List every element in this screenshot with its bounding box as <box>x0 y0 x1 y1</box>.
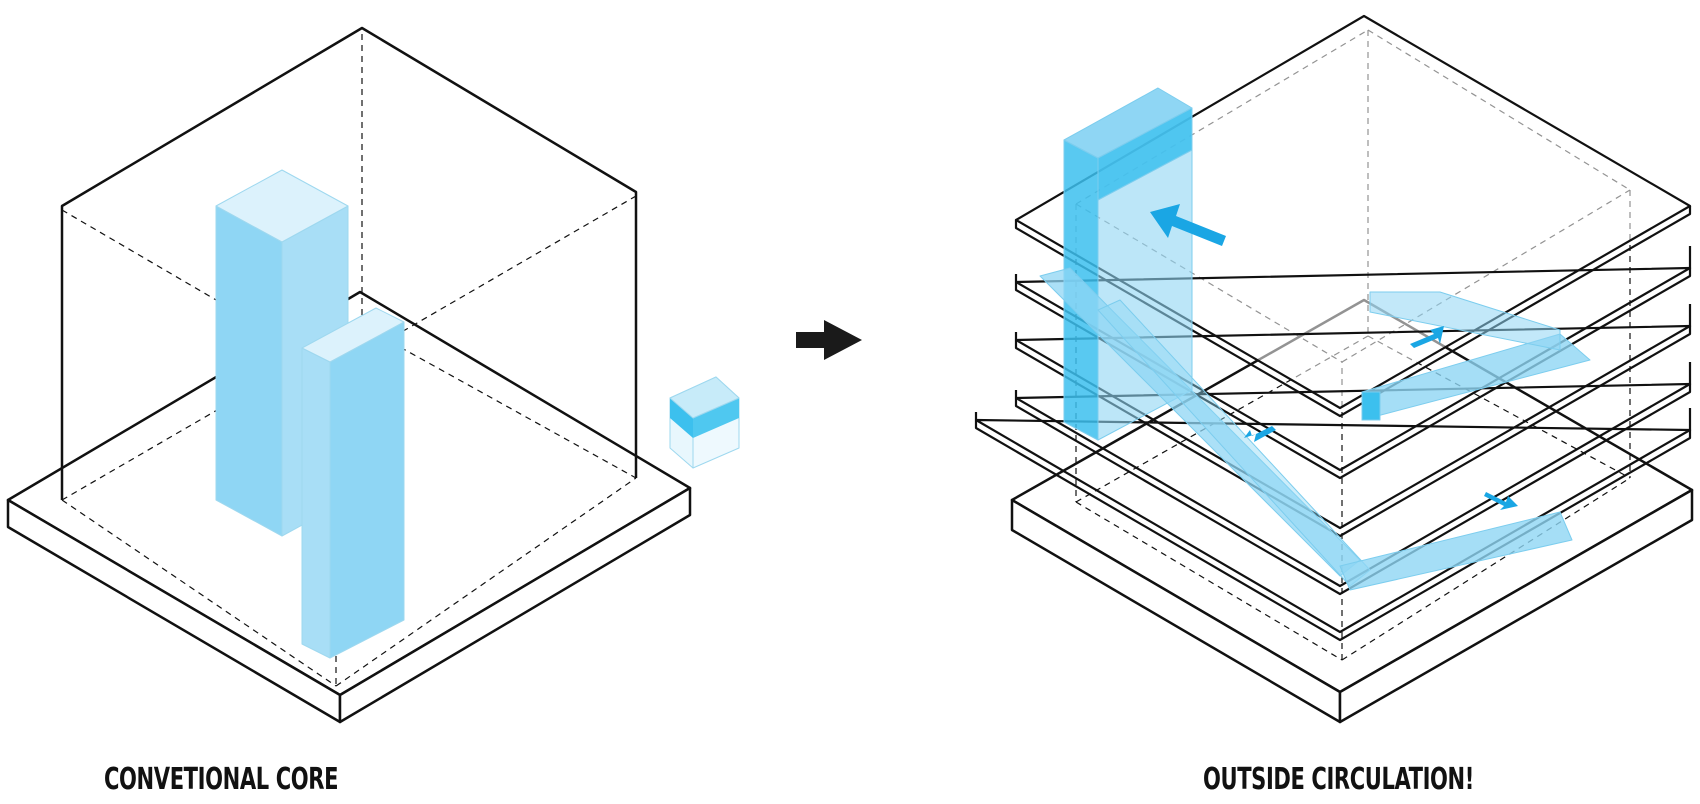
direction-arrows <box>1150 204 1518 510</box>
circulation-ramps <box>1039 267 1591 591</box>
right-base-slab <box>1010 298 1694 724</box>
label-outside-circulation: OUTSIDE CIRCULATION! <box>1203 762 1474 797</box>
arrow-down-left-icon <box>1244 426 1276 442</box>
box-frame <box>60 26 638 500</box>
conventional-core-diagram <box>6 26 740 724</box>
tall-core <box>215 169 349 537</box>
outside-circulation-diagram <box>974 14 1694 724</box>
exterior-core <box>1063 87 1193 441</box>
short-core <box>301 307 405 659</box>
transition-arrow-icon <box>796 320 862 360</box>
arrow-up-left-icon <box>1150 204 1226 246</box>
arrow-up-right-icon <box>1410 326 1444 348</box>
legend-cube <box>669 376 740 469</box>
label-conventional-core: CONVETIONAL CORE <box>104 762 339 797</box>
arrow-down-right-icon <box>1484 492 1518 510</box>
